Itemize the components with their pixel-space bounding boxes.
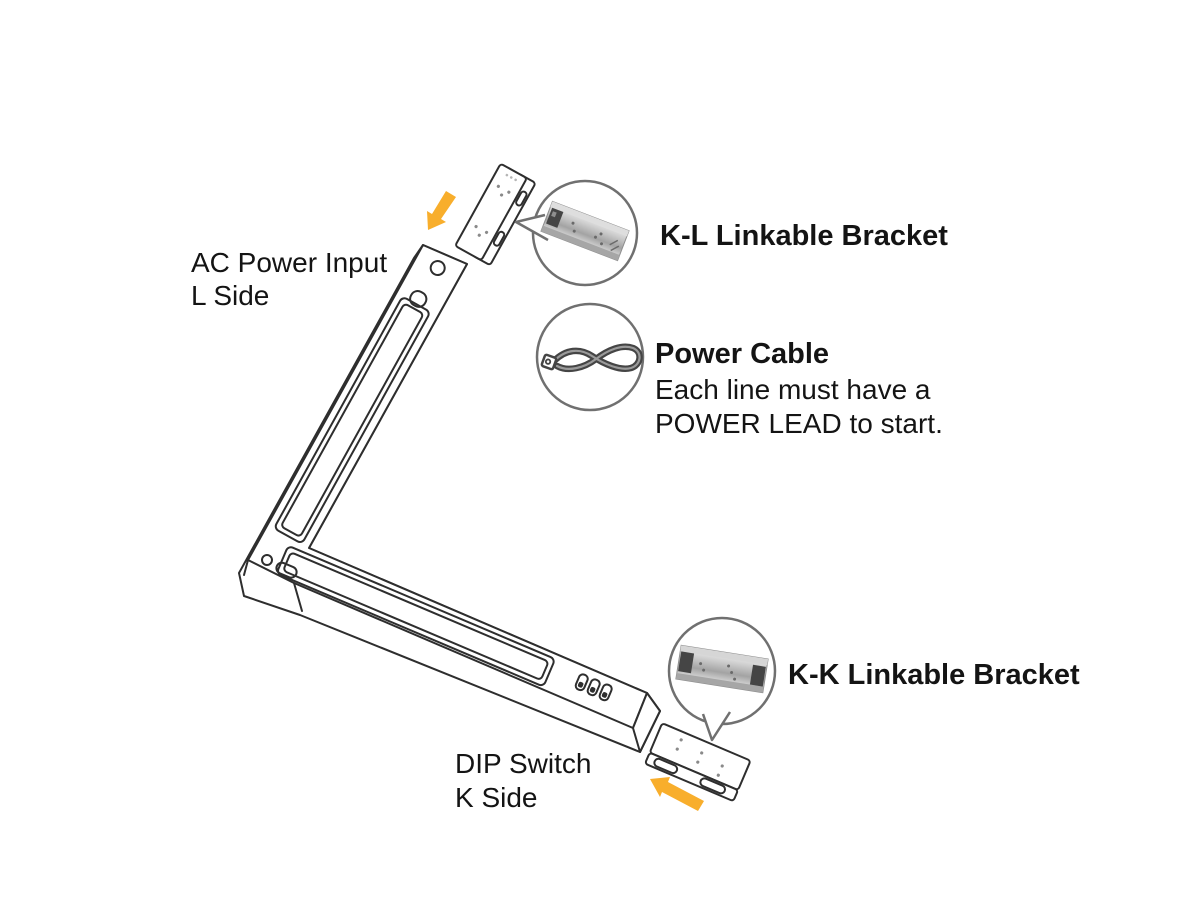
corner-edge-line xyxy=(243,559,249,576)
kl-bracket-label: K-L Linkable Bracket xyxy=(660,220,948,252)
kk-link-connector-drawing xyxy=(644,723,751,802)
fixture-end-cap xyxy=(632,692,661,753)
ac-power-input-label: AC Power Input L Side xyxy=(191,246,387,312)
k-arm-channel xyxy=(277,546,613,702)
corner-edge-line xyxy=(293,582,303,612)
callout-tail xyxy=(514,213,549,242)
l-arm-channel xyxy=(274,260,446,543)
dip-switch-drawing xyxy=(574,673,613,702)
power-cable-icon xyxy=(540,343,643,373)
corner-tab xyxy=(275,561,298,579)
kl-bracket-photo-icon xyxy=(540,200,630,262)
ac-power-input-line1: AC Power Input xyxy=(191,247,388,278)
kl-link-connector-drawing xyxy=(455,163,536,266)
down-left-arrow-icon xyxy=(427,191,456,230)
up-left-arrow-icon xyxy=(650,777,704,811)
dip-switch-line1: DIP Switch xyxy=(455,748,592,779)
power-cable-title: Power Cable xyxy=(655,338,830,370)
kl-callout-bubble xyxy=(514,179,639,287)
corner-hole xyxy=(261,554,273,566)
l-shaped-fixture-drawing xyxy=(238,244,661,753)
power-cable-line1: Each line must have a xyxy=(655,374,931,405)
ac-power-input-line2: L Side xyxy=(191,280,270,311)
power-cable-callout-bubble xyxy=(535,302,645,412)
dip-switch-label: DIP Switch K Side xyxy=(455,747,591,815)
ac-power-input-hole xyxy=(429,260,446,277)
kk-bracket-label: K-K Linkable Bracket xyxy=(788,659,1080,691)
callout-tail xyxy=(701,711,732,742)
dip-switch-line2: K Side xyxy=(455,782,538,813)
power-cable-label: Power Cable Each line must have a POWER … xyxy=(655,336,943,441)
power-cable-line2: POWER LEAD to start. xyxy=(655,408,943,439)
channel-tab xyxy=(409,290,428,308)
kk-callout-bubble xyxy=(667,616,777,742)
kk-bracket-photo-icon xyxy=(675,644,769,694)
